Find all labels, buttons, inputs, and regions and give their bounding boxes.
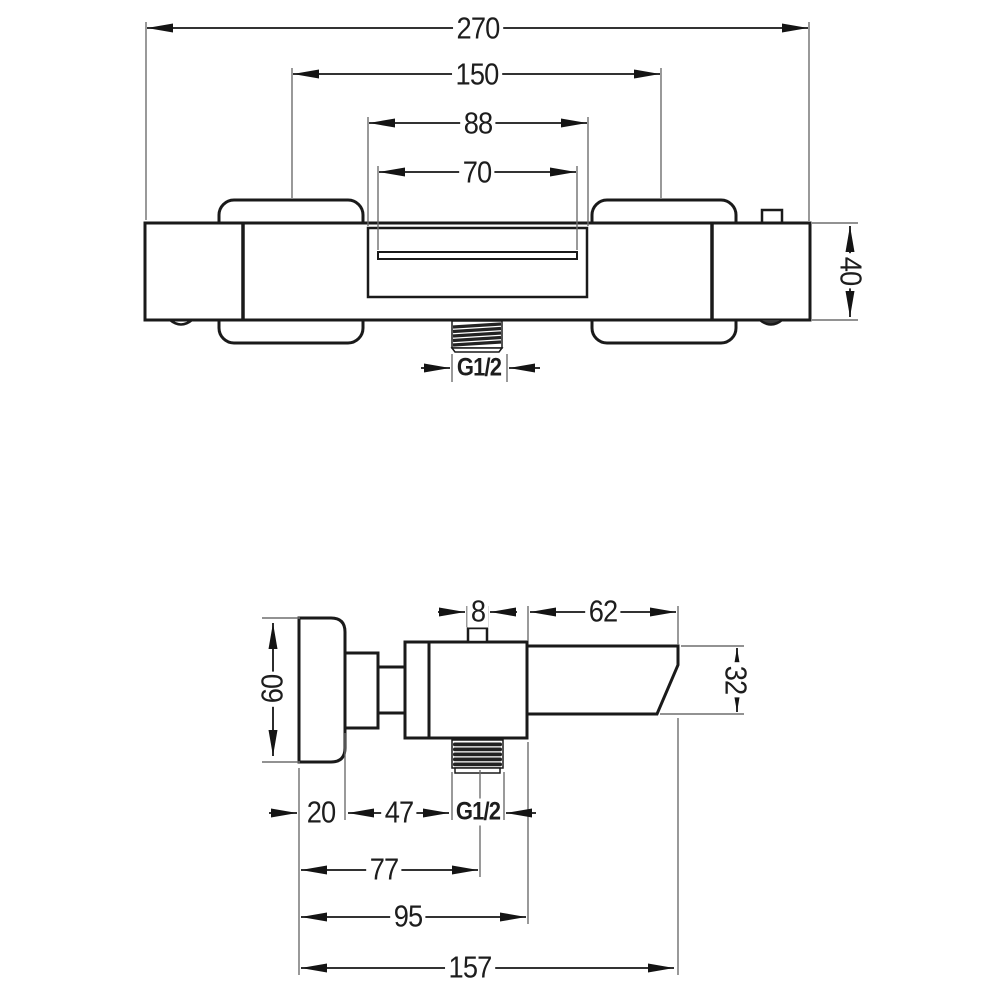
dim-label-spout-height: 32 <box>719 662 754 698</box>
dim-label-spout-length: 62 <box>585 594 621 628</box>
front-view <box>143 198 812 353</box>
dim-label-knob-width: 8 <box>467 594 489 628</box>
left-mount-bump <box>169 319 193 326</box>
dim-label-thread-side: G1/2 <box>454 797 502 826</box>
dim-label-thread-front: G1/2 <box>455 353 503 382</box>
waterfall-lip <box>377 251 578 260</box>
spout-recess <box>366 226 589 299</box>
top-knob <box>466 626 489 644</box>
dim-label-overall-width: 270 <box>453 11 503 45</box>
dim-label-waterfall-width: 70 <box>459 155 495 189</box>
dim-label-depth-to-spout: 95 <box>390 899 426 933</box>
front-thread <box>450 320 504 353</box>
spout-profile <box>525 644 680 716</box>
side-view <box>297 616 680 774</box>
valve-body <box>403 640 529 740</box>
dim-label-handle-spacing: 150 <box>452 57 502 91</box>
dim-label-flange-depth: 20 <box>303 795 339 829</box>
flange-step <box>343 651 380 730</box>
side-extension-lines <box>262 606 744 975</box>
dim-label-depth-to-thread: 77 <box>366 852 402 886</box>
wall-flange <box>297 616 347 764</box>
right-mount-bump <box>759 319 783 326</box>
dim-label-recess-width: 88 <box>460 106 496 140</box>
dim-label-neck-length: 47 <box>381 795 417 829</box>
dim-label-body-height: 40 <box>834 253 869 289</box>
neck <box>376 665 407 715</box>
dim-label-flange-height: 60 <box>255 671 290 707</box>
side-thread <box>451 739 504 774</box>
dim-label-total-depth: 157 <box>445 950 495 984</box>
front-extension-lines <box>145 22 858 382</box>
